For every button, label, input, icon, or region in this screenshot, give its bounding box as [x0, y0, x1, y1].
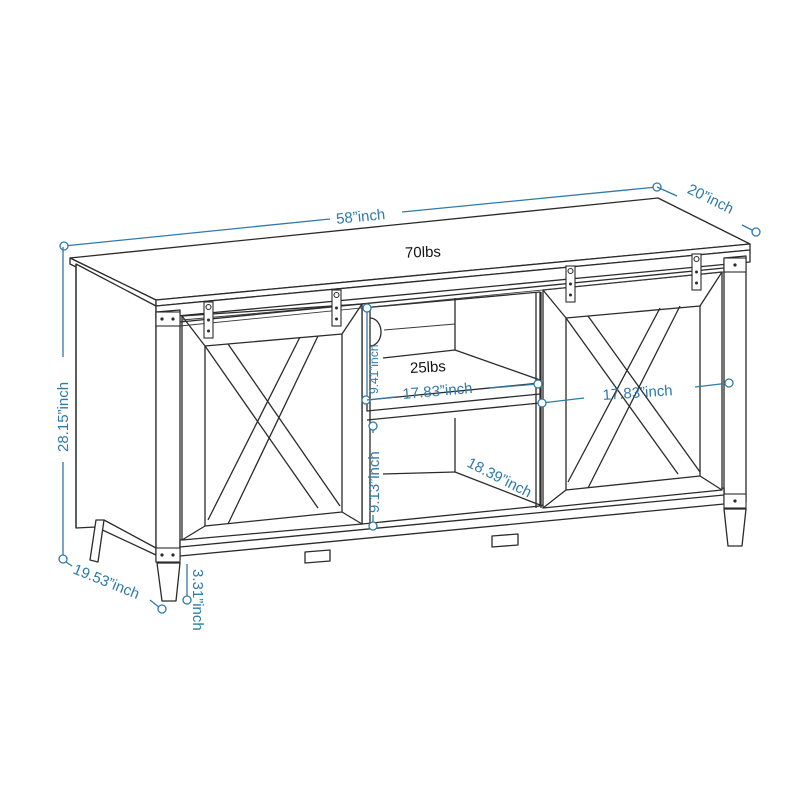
door-width-label: 17.83”inch	[602, 382, 673, 404]
height-dimension: 28.15”inch	[55, 247, 72, 564]
right-barn-door	[542, 271, 723, 509]
lower-shelf-height-dimension: 9.13”inch	[366, 421, 383, 531]
left-barn-door	[181, 303, 363, 541]
depth-label: 20”inch	[685, 181, 737, 218]
side-depth-dimension: 19.53”inch	[65, 561, 167, 614]
leg-height-label: 3.31”inch	[189, 569, 206, 631]
corner-brackets	[155, 257, 747, 563]
legs	[156, 508, 747, 602]
center-compartment	[361, 291, 542, 525]
barn-door-track	[179, 267, 725, 323]
leg-height-dimension: 3.31”inch	[182, 564, 206, 631]
shelf-weight-label: 25lbs	[410, 358, 447, 377]
door-hangers	[203, 253, 702, 339]
upper-shelf-height-dimension: 9.41”inch	[361, 303, 381, 405]
shelf-width-dimension: 17.83”inch	[366, 379, 543, 403]
width-dimension: 58”inch	[59, 182, 662, 251]
side-depth-label: 19.53”inch	[71, 561, 142, 603]
height-label: 28.15”inch	[55, 382, 72, 452]
lower-shelf-height-label: 9.13”inch	[366, 451, 383, 513]
upper-shelf-height-label: 9.41”inch	[367, 345, 381, 394]
width-label: 58”inch	[335, 206, 386, 228]
door-width-dimension: 17.83”inch	[537, 378, 734, 408]
shelf-width-label: 17.83”inch	[402, 380, 473, 403]
tv-stand-drawing	[69, 197, 751, 602]
front-frame	[155, 249, 751, 563]
left-side-panel	[75, 263, 157, 563]
top-weight-label: 70lbs	[405, 243, 441, 261]
